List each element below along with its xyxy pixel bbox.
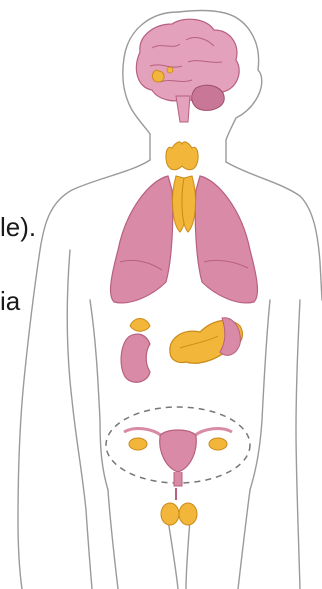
kidney xyxy=(121,334,150,382)
thymus-gland xyxy=(173,176,196,232)
brain xyxy=(136,19,239,122)
thyroid-gland xyxy=(166,142,198,170)
text-fragment-line-1: le). xyxy=(0,214,36,240)
text-fragment-line-2: ia xyxy=(0,288,20,314)
adrenal-gland xyxy=(130,319,150,332)
testes xyxy=(161,488,197,525)
